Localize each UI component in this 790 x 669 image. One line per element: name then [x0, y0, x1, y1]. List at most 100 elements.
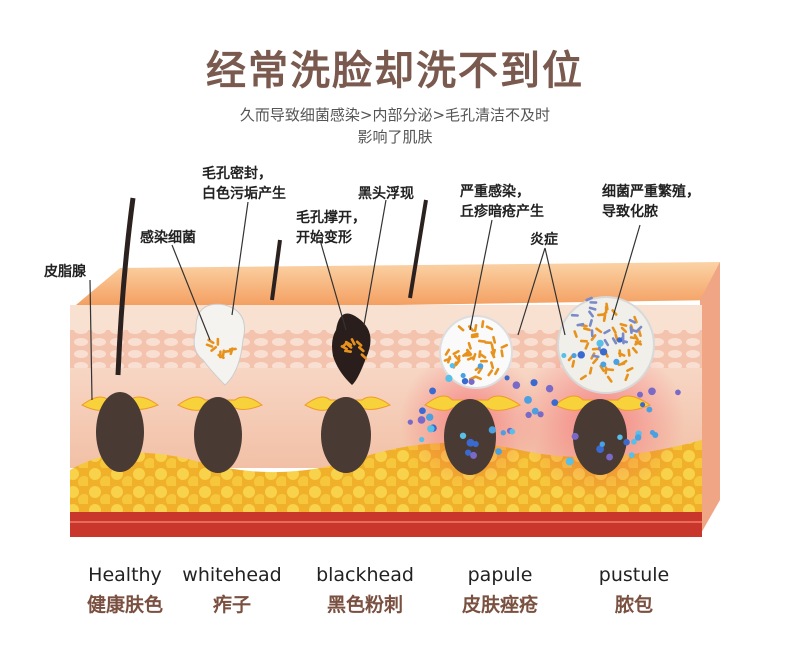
inflammation-particle: [596, 445, 605, 453]
stage-label-en-papule: papule: [467, 564, 533, 586]
callout-pore-stretch-line-2: 开始变形: [296, 230, 352, 246]
callout-pore-sealed-line-1: 毛孔密封，: [202, 166, 272, 182]
inflammation-particle: [616, 337, 623, 343]
bacterium: [570, 313, 579, 317]
inflammation-particle: [461, 377, 469, 385]
bacterium: [360, 353, 368, 360]
bacterium: [467, 341, 472, 350]
skin-top-surface: [70, 262, 720, 310]
bacterium: [606, 368, 615, 372]
bacterium: [588, 306, 597, 311]
bacterium: [452, 349, 460, 356]
inflammation-particle: [599, 441, 606, 447]
follicle-whitehead: [177, 303, 263, 473]
bacterium: [487, 369, 494, 377]
inflammation-particle: [551, 399, 559, 407]
bacterium: [485, 325, 494, 331]
bacteria-papule: [443, 320, 509, 381]
hair-shaft-2: [270, 239, 282, 301]
subtitle-line-2: 影响了肌肤: [357, 128, 433, 146]
bacterium: [585, 296, 593, 302]
inflammation-particle: [419, 407, 426, 415]
hair-shaft-healthy: [115, 197, 136, 376]
stage-label-zh-healthy: 健康肤色: [86, 594, 163, 616]
bacterium: [588, 310, 594, 318]
inflammation-particle: [524, 396, 532, 404]
stage-label-en-whitehead: whitehead: [182, 564, 282, 586]
inflammation-particle: [652, 431, 659, 438]
bacterium: [216, 337, 220, 346]
bacterium: [490, 361, 495, 370]
inflammation-particle: [577, 351, 585, 359]
stage-label-en-blackhead: blackhead: [316, 564, 414, 586]
bacterium: [579, 374, 587, 381]
inflammation-particle: [449, 362, 455, 369]
subtitle-line-1: 久而导致细菌感染>内部分泌>毛孔清洁不及时: [239, 106, 551, 124]
callout-severe-infection-line-1: 严重感染，: [460, 184, 530, 200]
inflammation-particle: [571, 432, 579, 440]
bacterium: [604, 366, 608, 375]
bacterium: [479, 353, 487, 359]
stage-label-en-healthy: Healthy: [88, 564, 162, 586]
inflammation-particle: [468, 378, 475, 385]
bacterium: [603, 329, 611, 335]
inflammation-particle: [460, 373, 466, 379]
follicle-blackhead: [304, 313, 392, 473]
inflammation-particle: [465, 449, 472, 456]
inflammation-particle: [631, 438, 637, 445]
inflammation-particle: [488, 426, 496, 434]
bacterium: [591, 354, 600, 359]
bacterium: [591, 347, 600, 351]
inflammation-particle: [561, 353, 567, 359]
bacterium: [217, 353, 225, 360]
bacterium: [590, 334, 597, 342]
stage-label-zh-whitehead: 痄子: [212, 594, 251, 616]
callout-bacteria-multiply-line-2: 导致化脓: [602, 204, 658, 220]
bacterium: [617, 362, 626, 367]
inflammation-particle: [427, 425, 435, 433]
bacterium: [627, 348, 631, 357]
inflammation-particle: [512, 381, 521, 389]
blackhead-plug: [332, 313, 371, 385]
bacterium: [472, 352, 477, 361]
inflammation-particle: [419, 436, 425, 443]
bacterium: [465, 348, 471, 357]
inflammation-particle: [470, 451, 478, 459]
bacterium: [205, 343, 214, 348]
inflammation-particle: [675, 389, 681, 396]
bacterium: [617, 352, 626, 357]
callout-sebaceous-gland: 皮脂腺: [44, 264, 86, 280]
inflammation-particle: [509, 428, 516, 435]
inflammation-particle: [623, 438, 630, 446]
inflammation-particle: [628, 452, 635, 459]
bacterium: [454, 359, 461, 367]
bacterium: [490, 343, 495, 352]
bacterium: [620, 326, 628, 334]
stage-label-zh-pustule: 脓包: [614, 594, 653, 616]
bacterium: [588, 319, 593, 327]
inflammation-particle: [545, 384, 554, 393]
bacterium: [479, 359, 488, 363]
inflammation-particle: [500, 430, 506, 436]
bacterium: [491, 348, 496, 357]
bacterium: [576, 322, 585, 327]
callout-bacteria-multiply-line-1: 细菌严重繁殖，: [602, 184, 700, 200]
callout-pore-sealed: 毛孔密封， 白色污垢产生: [202, 164, 286, 204]
bacterium: [631, 346, 638, 354]
bacterium: [480, 320, 485, 329]
inflammation-particle: [530, 379, 538, 387]
bacterium: [207, 338, 215, 345]
bacterium: [444, 348, 451, 356]
inflammation-particle: [617, 434, 623, 440]
callout-severe-infection-line-2: 丘疹暗疮产生: [460, 204, 544, 220]
bacterium: [626, 366, 634, 372]
follicle-healthy: [81, 392, 160, 472]
bacterium: [500, 349, 504, 358]
stage-label-zh-blackhead: 黑色粉刺: [326, 594, 403, 616]
inflammation-particle: [646, 406, 653, 413]
bacterium: [597, 313, 605, 317]
bacterium: [473, 324, 478, 332]
bacterium: [467, 325, 475, 332]
callout-pore-sealed-line-2: 白色污垢产生: [202, 186, 286, 202]
